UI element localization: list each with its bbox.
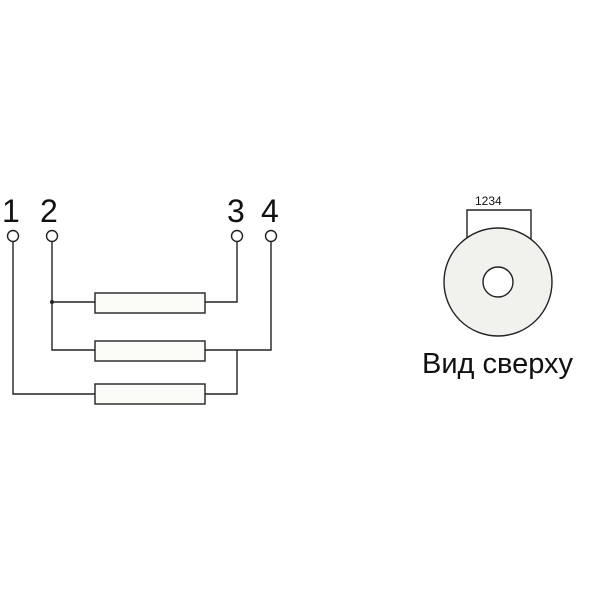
resistor-middle xyxy=(94,340,206,362)
resistor-bottom xyxy=(94,383,206,405)
schematic: 1 2 3 4 xyxy=(2,193,279,405)
terminal-label-2: 2 xyxy=(40,193,58,229)
terminal-label-1: 1 xyxy=(2,193,20,229)
terminal-1 xyxy=(6,229,20,243)
terminal-2 xyxy=(45,229,59,243)
wire-terminal-4-branch-bottom xyxy=(205,350,238,395)
top-view-caption: Вид сверху xyxy=(422,348,574,380)
pin-labels: 1234 xyxy=(475,194,502,208)
terminal-3 xyxy=(230,229,244,243)
terminal-4 xyxy=(264,229,278,243)
terminal-label-3: 3 xyxy=(227,193,245,229)
resistor-top xyxy=(94,292,206,314)
wire-terminal-4 xyxy=(205,242,272,351)
junction-dot xyxy=(50,300,54,304)
pin-bracket xyxy=(466,209,532,240)
terminal-label-4: 4 xyxy=(261,193,279,229)
wire-terminal-2 xyxy=(51,242,95,351)
center-hole xyxy=(482,266,514,298)
wire-terminal-1 xyxy=(12,242,95,395)
wire-terminal-3 xyxy=(205,242,238,303)
top-view: 1234 Вид сверху xyxy=(422,194,574,380)
